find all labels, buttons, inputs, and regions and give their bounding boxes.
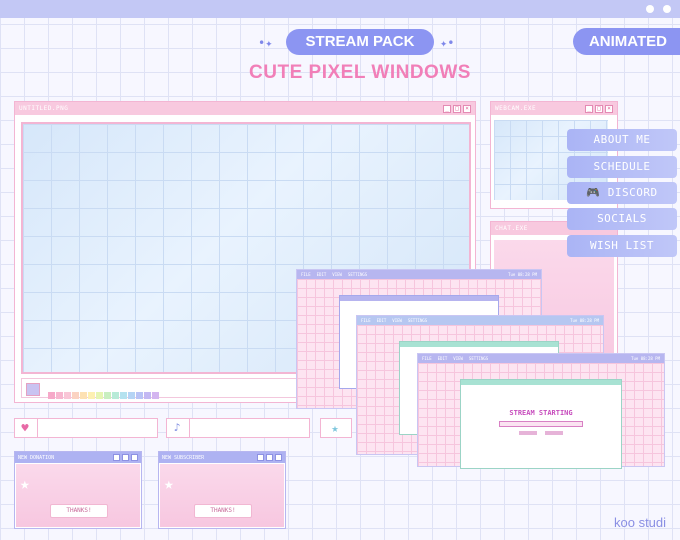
stream-starting-window: STREAM STARTING: [460, 379, 622, 469]
sparkle-icon: •✦: [258, 36, 273, 50]
window-dot-icon: [663, 5, 671, 13]
star-icon: ★: [331, 421, 339, 435]
dialog-button[interactable]: [519, 431, 537, 435]
alert-bar: ★: [320, 418, 352, 438]
app-clock: Tue 08:28 PM: [631, 356, 660, 361]
menu-file[interactable]: FILE: [301, 272, 311, 277]
app-desktop: STREAM STARTING: [418, 363, 664, 469]
stream-pack-badge: STREAM PACK: [286, 29, 434, 55]
menu-file[interactable]: FILE: [361, 318, 371, 323]
app-clock: Tue 08:28 PM: [508, 272, 537, 277]
schedule-button[interactable]: SCHEDULE: [567, 156, 677, 178]
color-swatch[interactable]: [56, 392, 63, 399]
color-picker-icon[interactable]: [26, 383, 40, 396]
stream-starting-title: STREAM STARTING: [509, 409, 573, 417]
menu-settings[interactable]: SETTINGS: [468, 356, 489, 361]
menu-view[interactable]: VIEW: [392, 318, 402, 323]
top-bar: [0, 0, 680, 18]
star-icon: ★: [20, 474, 30, 493]
subscriber-body: ★ THANKS!: [160, 464, 284, 527]
discord-label: DISCORD: [607, 186, 658, 199]
subscriber-thanks-button[interactable]: THANKS!: [194, 504, 252, 518]
main-window-title: UNTITLED.PNG: [19, 105, 69, 112]
about-me-button[interactable]: ABOUT ME: [567, 129, 677, 151]
donation-title: NEW DONATION: [18, 454, 55, 461]
color-swatch[interactable]: [120, 392, 127, 399]
menu-edit[interactable]: EDIT: [437, 356, 448, 361]
color-swatch[interactable]: [88, 392, 95, 399]
minimize-icon[interactable]: [257, 454, 264, 461]
star-icon: ★: [164, 474, 174, 493]
page-subtitle: CUTE PIXEL WINDOWS: [249, 62, 471, 83]
main-window-titlebar: UNTITLED.PNG _ □ ×: [15, 102, 475, 115]
socials-button[interactable]: SOCIALS: [567, 208, 677, 230]
maximize-icon[interactable]: [266, 454, 273, 461]
close-icon[interactable]: ×: [463, 104, 471, 113]
bell-icon: ♪: [173, 421, 181, 434]
alert-bar: ♪: [166, 418, 310, 438]
menu-settings[interactable]: SETTINGS: [347, 272, 368, 277]
minimize-icon[interactable]: _: [585, 104, 593, 113]
color-swatch[interactable]: [80, 392, 87, 399]
maximize-icon[interactable]: [122, 454, 129, 461]
alert-bar: ♥: [14, 418, 158, 438]
donation-body: ★ THANKS!: [16, 464, 140, 527]
webcam-titlebar: WEBCAM.EXE _ □ ×: [491, 102, 617, 115]
loading-bar: [499, 421, 583, 427]
maximize-icon[interactable]: □: [453, 104, 461, 113]
subscriber-title: NEW SUBSCRIBER: [162, 454, 205, 461]
app-menubar: FILE EDIT VIEW SETTINGS Tue 08:28 PM: [297, 270, 541, 279]
app-screen-front: FILE EDIT VIEW SETTINGS Tue 08:28 PM STR…: [417, 353, 665, 469]
color-swatch[interactable]: [104, 392, 111, 399]
close-icon[interactable]: [275, 454, 282, 461]
wish-list-button[interactable]: WISH LIST: [567, 235, 677, 257]
animated-badge: ANIMATED: [573, 28, 680, 55]
discord-button[interactable]: 🎮 DISCORD: [567, 182, 677, 204]
sparkle-icon: ✦•: [440, 36, 455, 50]
close-icon[interactable]: [131, 454, 138, 461]
minimize-icon[interactable]: _: [443, 104, 451, 113]
app-menubar: FILE EDIT VIEW SETTINGS Tue 08:28 PM: [357, 316, 603, 325]
color-swatch[interactable]: [128, 392, 135, 399]
color-swatch[interactable]: [48, 392, 55, 399]
menu-edit[interactable]: EDIT: [316, 272, 327, 277]
app-menubar: FILE EDIT VIEW SETTINGS Tue 08:28 PM: [418, 354, 664, 363]
donation-thanks-button[interactable]: THANKS!: [50, 504, 108, 518]
color-swatch[interactable]: [152, 392, 159, 399]
color-swatch[interactable]: [64, 392, 71, 399]
menu-view[interactable]: VIEW: [453, 356, 463, 361]
maximize-icon[interactable]: □: [595, 104, 603, 113]
chat-title: CHAT.EXE: [495, 225, 528, 232]
color-swatch[interactable]: [144, 392, 151, 399]
close-icon[interactable]: ×: [605, 104, 613, 113]
dialog-button[interactable]: [545, 431, 563, 435]
donation-titlebar: NEW DONATION: [15, 452, 141, 463]
menu-file[interactable]: FILE: [422, 356, 432, 361]
subscriber-alert-window: NEW SUBSCRIBER ★ THANKS!: [158, 451, 286, 529]
color-swatch[interactable]: [96, 392, 103, 399]
discord-icon: 🎮: [586, 186, 608, 199]
heart-icon: ♥: [21, 421, 29, 435]
brand-label: koo studi: [614, 515, 667, 530]
color-swatch[interactable]: [136, 392, 143, 399]
webcam-title: WEBCAM.EXE: [495, 105, 537, 112]
minimize-icon[interactable]: [113, 454, 120, 461]
color-swatch[interactable]: [112, 392, 119, 399]
donation-alert-window: NEW DONATION ★ THANKS!: [14, 451, 142, 529]
subscriber-titlebar: NEW SUBSCRIBER: [159, 452, 285, 463]
color-swatches: [48, 384, 160, 403]
menu-settings[interactable]: SETTINGS: [407, 318, 428, 323]
window-dot-icon: [646, 5, 654, 13]
app-clock: Tue 08:28 PM: [570, 318, 599, 323]
menu-edit[interactable]: EDIT: [376, 318, 387, 323]
color-swatch[interactable]: [72, 392, 79, 399]
menu-view[interactable]: VIEW: [332, 272, 342, 277]
